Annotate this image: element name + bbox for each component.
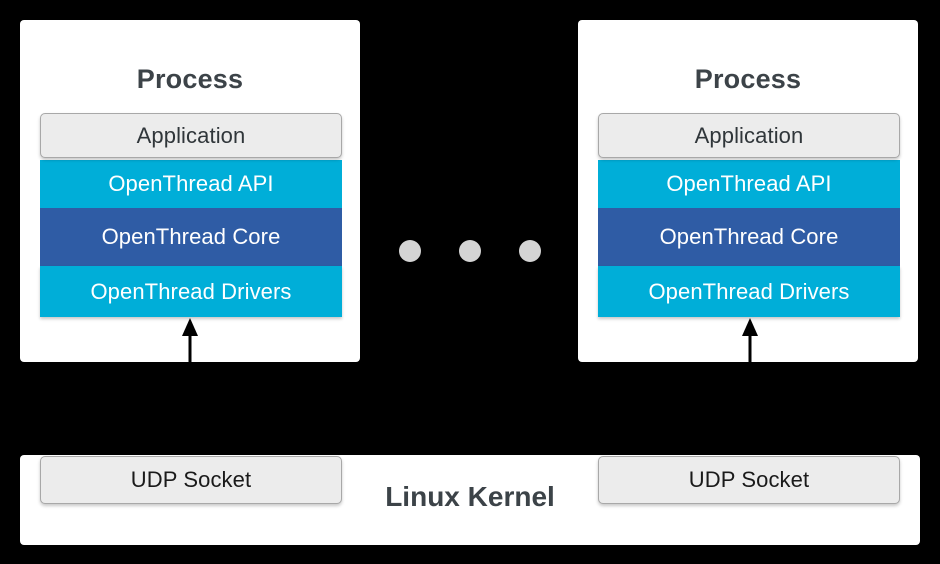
stack-layer-openthread-api-right: OpenThread API xyxy=(598,160,900,208)
openthread-stack-right: Application OpenThread API OpenThread Co… xyxy=(598,113,900,317)
process-title-left: Process xyxy=(136,64,244,94)
linux-kernel-title: Linux Kernel xyxy=(385,481,555,512)
process-title-right: Process xyxy=(694,64,802,94)
stack-layer-openthread-core-left: OpenThread Core xyxy=(40,208,342,266)
linux-kernel-card: Linux Kernel UDP Socket UDP Socket xyxy=(20,455,920,545)
stack-layer-application-right: Application xyxy=(598,113,900,158)
stack-layer-openthread-core-right: OpenThread Core xyxy=(598,208,900,266)
up-arrow-icon-left xyxy=(182,318,198,365)
ellipsis-dot-icon-2 xyxy=(459,240,481,262)
udp-socket-left: UDP Socket xyxy=(40,456,342,504)
udp-socket-right: UDP Socket xyxy=(598,456,900,504)
stack-layer-application-left: Application xyxy=(40,113,342,158)
stack-layer-openthread-drivers-right: OpenThread Drivers xyxy=(598,266,900,317)
openthread-stack-left: Application OpenThread API OpenThread Co… xyxy=(40,113,342,317)
process-card-left: Process Application OpenThread API OpenT… xyxy=(20,20,360,362)
more-processes-indicator xyxy=(399,240,541,262)
up-arrow-icon-right xyxy=(742,318,758,365)
ellipsis-dot-icon-3 xyxy=(519,240,541,262)
stack-layer-openthread-drivers-left: OpenThread Drivers xyxy=(40,266,342,317)
process-card-right: Process Application OpenThread API OpenT… xyxy=(578,20,918,362)
stack-layer-openthread-api-left: OpenThread API xyxy=(40,160,342,208)
ellipsis-dot-icon-1 xyxy=(399,240,421,262)
